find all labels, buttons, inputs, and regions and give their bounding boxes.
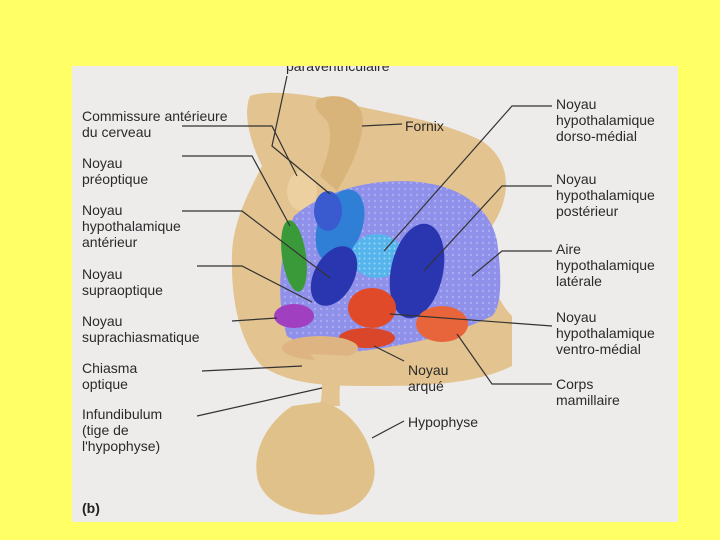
leader-ventromedial (389, 313, 553, 327)
label-fornix: Fornix (405, 118, 444, 134)
label-hypophysis: Hypophyse (408, 414, 479, 430)
green-nucleus-preoptic (281, 220, 307, 292)
fornix-tissue (315, 96, 363, 191)
leader-dorsomedial (383, 105, 552, 252)
label-arcuate: Noyau arqué (408, 362, 449, 394)
anterior-commissure (287, 171, 317, 211)
orange-nucleus-mammillary (416, 306, 468, 342)
label-suprachiasmatic: Noyau suprachiasmatique (82, 313, 200, 345)
optic-chiasm (282, 336, 358, 360)
label-lateral-area: Aire hypothalamique latérale (556, 241, 655, 289)
leader-arcuate (373, 345, 405, 362)
leader-infundibulum (196, 387, 323, 417)
leader-suprachiasmatic (231, 317, 278, 322)
infundibulum-stalk (310, 354, 354, 406)
leader-optic-chiasm (201, 365, 303, 372)
label-anterior-commissure: Commissure antérieure du cerveau (82, 108, 228, 140)
anatomy-illustration (182, 75, 553, 515)
leader-lines (182, 75, 553, 439)
leader-supraoptic (197, 265, 313, 303)
label-optic-chiasm: Chiasma optique (82, 360, 138, 392)
dark-blue-nucleus-posterior (389, 223, 445, 319)
label-preoptic: Noyau préoptique (82, 155, 149, 187)
purple-nucleus-suprachiasmatic (274, 304, 314, 328)
leader-mammillary (456, 333, 552, 385)
label-infundibulum: Infundibulum (tige de l'hypophyse) (82, 406, 163, 454)
hypothalamus-figure: paraventriculaire Commissure antérieure … (72, 66, 678, 522)
leader-anterior-hypothalamic (182, 210, 331, 279)
label-anterior-hypothalamic: Noyau hypothalamique antérieur (82, 202, 181, 250)
leader-paraventricular (271, 75, 331, 195)
label-posterior: Noyau hypothalamique postérieur (556, 171, 655, 219)
leader-lateral-area (471, 250, 552, 277)
leader-fornix (361, 123, 403, 127)
panel-letter: (b) (82, 500, 100, 516)
blue-nucleus-paraventricular (314, 191, 342, 231)
red-nucleus-ventromedial (348, 288, 396, 328)
label-mammillary: Corps mamillaire (556, 376, 620, 408)
label-ventromedial: Noyau hypothalamique ventro-médial (556, 309, 655, 357)
dark-blue-nucleus-anterior (310, 246, 358, 306)
leader-preoptic (182, 155, 291, 227)
leader-anterior-commissure (182, 125, 298, 177)
label-paraventricular: paraventriculaire (286, 66, 390, 74)
label-dorsomedial: Noyau hypothalamique dorso-médial (556, 96, 655, 144)
leader-posterior (423, 185, 552, 272)
hypophysis-gland (256, 402, 375, 515)
label-supraoptic: Noyau supraoptique (82, 266, 163, 298)
leader-hypophysis (371, 420, 405, 439)
